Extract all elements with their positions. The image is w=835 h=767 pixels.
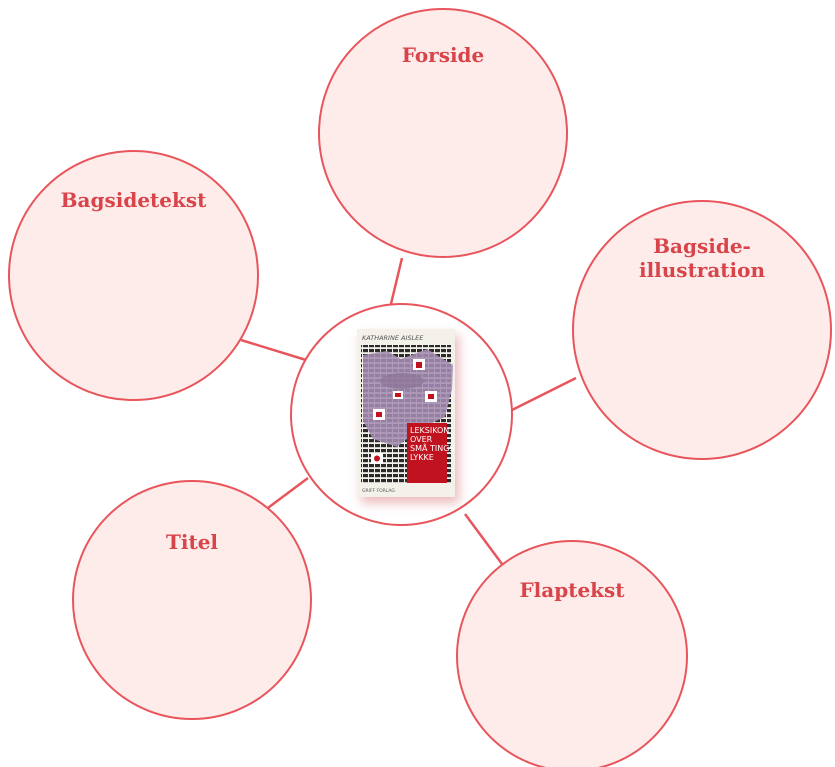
node-flaptekst: Flaptekst: [456, 540, 688, 767]
node-bagsidetekst-label: Bagsidetekst: [60, 188, 207, 212]
node-flaptekst-label: Flaptekst: [519, 578, 625, 602]
connector-flaptekst: [463, 513, 507, 569]
purple-blob: [363, 349, 453, 447]
book-author: KATHARINE AISLEE: [362, 334, 424, 342]
node-forside-label: Forside: [401, 43, 485, 67]
node-bagsideillustration: Bagside- illustration: [572, 200, 832, 460]
node-titel-label: Titel: [165, 530, 219, 554]
book-cover-art: KATHARINE AISLEE LEKSIKON OVER SMÅ: [357, 329, 455, 497]
book-title-line-2: OVER: [410, 435, 433, 444]
node-forside: Forside: [318, 8, 568, 258]
book-title-line-3: SMÅ TINGS: [410, 442, 455, 453]
node-bagsidetekst: Bagsidetekst: [8, 150, 259, 401]
book-cover-image: KATHARINE AISLEE LEKSIKON OVER SMÅ: [357, 329, 455, 497]
red-door: [407, 423, 447, 483]
connector-bagsideillustration: [511, 376, 577, 412]
book-title: LEKSIKON OVER SMÅ TINGS LYKKE: [410, 426, 455, 462]
node-bagsideillustration-label: Bagside- illustration: [638, 234, 766, 282]
node-titel: Titel: [72, 480, 312, 720]
center-node: KATHARINE AISLEE LEKSIKON OVER SMÅ: [290, 303, 513, 526]
book-title-line-1: LEKSIKON: [410, 426, 449, 435]
connector-bagsidetekst: [240, 338, 307, 362]
connector-forside: [388, 257, 404, 309]
book-title-line-4: LYKKE: [410, 453, 434, 462]
book-publisher: GRIFF FORLAG: [362, 488, 395, 494]
